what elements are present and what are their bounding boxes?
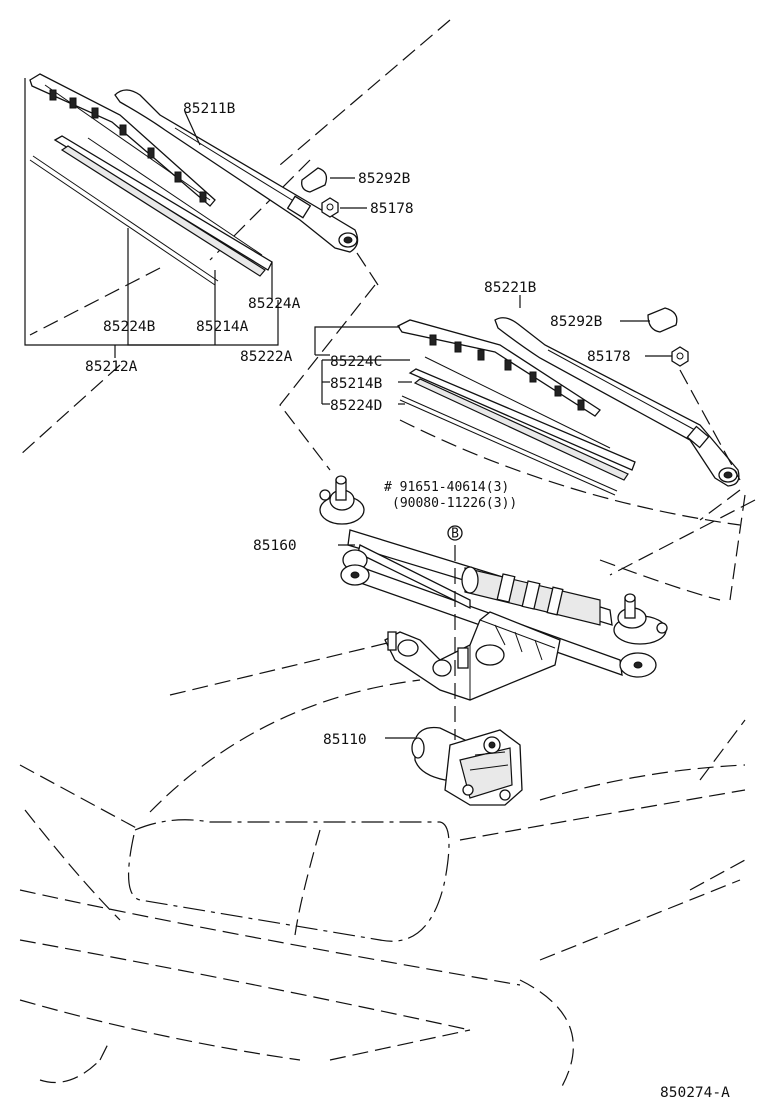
- label-85178-left: 85178: [370, 201, 414, 217]
- label-85292B-right: 85292B: [550, 314, 603, 330]
- bolt-note-line2: (90080-11226(3)): [392, 496, 517, 511]
- bolt-note-line1: # 91651-40614(3): [384, 480, 509, 495]
- label-85160: 85160: [253, 538, 297, 554]
- label-85211B: 85211B: [183, 101, 236, 117]
- label-85110: 85110: [323, 732, 367, 748]
- label-85224B: 85224B: [103, 319, 156, 335]
- label-85212A: 85212A: [85, 359, 138, 375]
- figure-code: 850274-A: [660, 1085, 730, 1101]
- wiper-motor: [411, 726, 523, 806]
- leader-lines: [24, 78, 672, 739]
- right-wiper-blade: [397, 319, 636, 496]
- car-body-outline: [19, 19, 756, 1091]
- label-85221B: 85221B: [484, 280, 537, 296]
- left-cap: [301, 167, 328, 193]
- part-labels: 85211B 85292B 85178 85224A 85224B 85214A…: [85, 101, 730, 1101]
- left-nut: [321, 197, 339, 218]
- right-cap: [647, 307, 678, 333]
- wiper-link: [319, 475, 668, 701]
- label-85214A: 85214A: [196, 319, 249, 335]
- right-nut: [671, 346, 689, 367]
- marker-b: B: [447, 525, 463, 542]
- label-85224D: 85224D: [330, 398, 382, 414]
- left-wiper-blade: [29, 73, 273, 286]
- left-wiper-arm: [114, 89, 359, 253]
- label-85214B: 85214B: [330, 376, 383, 392]
- assembly-lines: [356, 252, 741, 740]
- label-85224C: 85224C: [330, 354, 382, 370]
- label-85224A: 85224A: [248, 296, 301, 312]
- label-85292B-left: 85292B: [358, 171, 411, 187]
- label-85178-right: 85178: [587, 349, 631, 365]
- marker-b-label: B: [451, 527, 459, 542]
- right-wiper-arm: [494, 317, 740, 487]
- label-85222A: 85222A: [240, 349, 293, 365]
